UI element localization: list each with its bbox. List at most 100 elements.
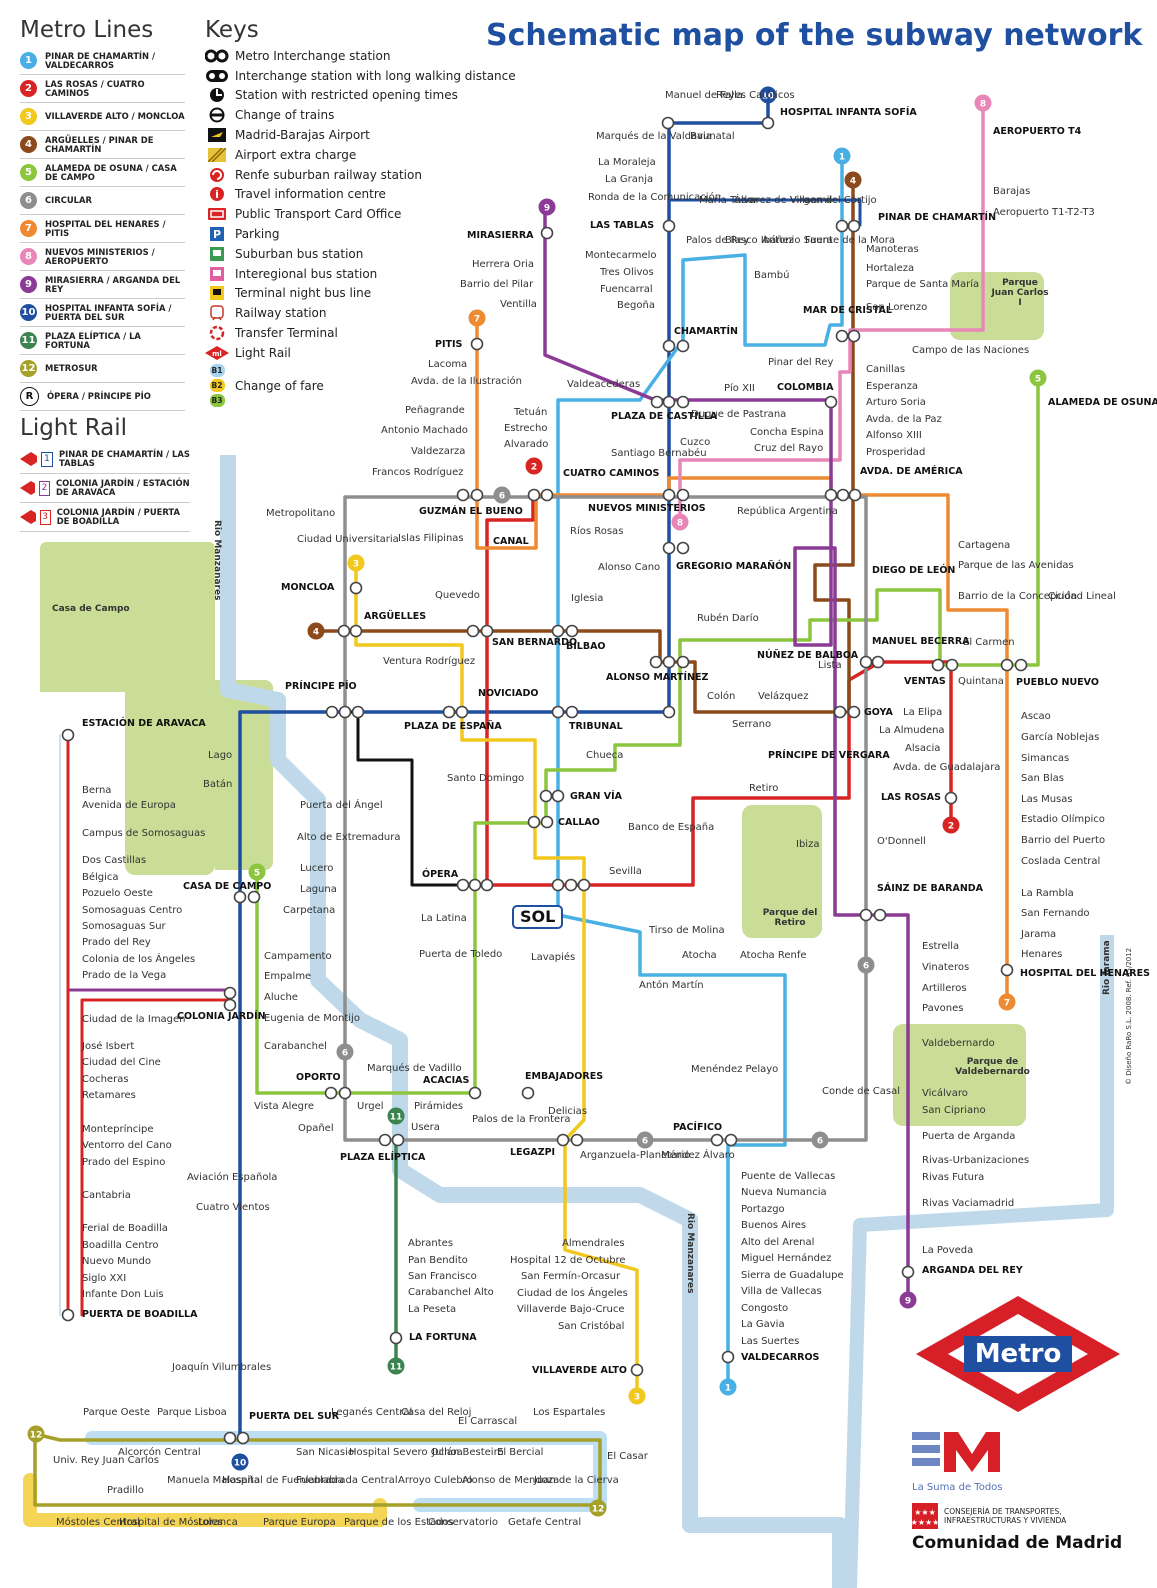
station-dot[interactable]	[389, 1331, 403, 1345]
station-dot[interactable]	[539, 789, 553, 803]
station-label[interactable]: Atocha Renfe	[740, 950, 807, 961]
station-label[interactable]: La Moraleja	[598, 157, 656, 168]
station-label[interactable]: VALDECARROS	[741, 1352, 820, 1363]
station-dot[interactable]	[859, 908, 873, 922]
station-label[interactable]: BILBAO	[566, 641, 606, 652]
station-label[interactable]: Alonso Cano	[598, 562, 661, 573]
station-dot[interactable]	[630, 1363, 644, 1377]
station-label[interactable]: Almendrales	[562, 1238, 625, 1249]
station-dot[interactable]	[931, 658, 945, 672]
station-label[interactable]: El Carrascal	[458, 1416, 518, 1427]
station-label[interactable]: Miguel Hernández	[741, 1253, 832, 1264]
station-label[interactable]: San Francisco	[408, 1271, 477, 1282]
station-label[interactable]: Villa de Vallecas	[741, 1286, 822, 1297]
station-dot[interactable]	[836, 488, 850, 502]
station-label[interactable]: San Cipriano	[922, 1105, 986, 1116]
station-label[interactable]: Pan Bendito	[408, 1255, 468, 1266]
station-label[interactable]: NUEVOS MINISTERIOS	[588, 503, 706, 514]
station-label[interactable]: MONCLOA	[281, 582, 335, 593]
station-label[interactable]: Vicálvaro	[922, 1088, 968, 1099]
station-label[interactable]: Ventura Rodríguez	[383, 656, 476, 667]
station-label[interactable]: Portazgo	[741, 1204, 785, 1215]
station-dot[interactable]	[835, 219, 849, 233]
station-label[interactable]: José Isbert	[82, 1041, 135, 1052]
station-dot[interactable]	[236, 1431, 250, 1445]
station-label[interactable]: Lacoma	[428, 359, 468, 370]
station-dot[interactable]	[564, 878, 578, 892]
station-dot[interactable]	[470, 337, 484, 351]
station-label[interactable]: Simancas	[1021, 753, 1070, 764]
station-label[interactable]: República Argentina	[737, 506, 838, 517]
station-dot[interactable]	[551, 789, 565, 803]
station-dot[interactable]	[565, 624, 579, 638]
station-label[interactable]: PLAZA DE ESPAÑA	[404, 721, 502, 732]
station-dot[interactable]	[724, 1133, 738, 1147]
station-label[interactable]: ACACIAS	[423, 1075, 470, 1086]
station-label[interactable]: Casa del Reloj	[401, 1407, 472, 1418]
station-dot[interactable]	[859, 655, 873, 669]
station-label[interactable]: Ventorro del Cano	[82, 1140, 172, 1151]
station-label[interactable]: Retamares	[82, 1090, 136, 1101]
station-dot[interactable]	[527, 488, 541, 502]
station-label[interactable]: Eugenia de Montijo	[264, 1013, 360, 1024]
station-label[interactable]: Campus de Somosaguas	[82, 828, 206, 839]
station-label[interactable]: Canillas	[866, 364, 906, 375]
station-label[interactable]: PLAZA DE CASTILLA	[611, 411, 718, 422]
station-label[interactable]: Avda. de la Paz	[866, 414, 942, 425]
station-label[interactable]: Pozuelo Oeste	[82, 888, 153, 899]
station-label[interactable]: Cocheras	[82, 1074, 129, 1085]
station-dot[interactable]	[61, 728, 75, 742]
station-dot[interactable]	[556, 1133, 570, 1147]
station-label[interactable]: Opañel	[298, 1123, 334, 1134]
station-dot[interactable]	[521, 1086, 535, 1100]
station-label[interactable]: Alcorcón Central	[118, 1447, 201, 1458]
station-label[interactable]: Rivas Futura	[922, 1172, 985, 1183]
station-dot[interactable]	[470, 488, 484, 502]
station-label[interactable]: Valdebernardo	[922, 1038, 995, 1049]
station-label[interactable]: HOSPITAL INFANTA SOFÍA	[780, 107, 917, 118]
station-dot[interactable]	[676, 339, 690, 353]
station-dot[interactable]	[1000, 658, 1014, 672]
station-label[interactable]: Puente de Vallecas	[741, 1171, 836, 1182]
station-label[interactable]: Atocha	[682, 950, 717, 961]
station-label[interactable]: Manuela Malasaña	[167, 1475, 261, 1486]
station-label[interactable]: Alto del Arenal	[741, 1237, 815, 1248]
station-label[interactable]: Avda. de la Ilustración	[411, 376, 522, 387]
station-dot[interactable]	[378, 1133, 392, 1147]
station-dot[interactable]	[540, 815, 554, 829]
station-label[interactable]: Barajas	[993, 186, 1031, 197]
station-dot[interactable]	[847, 329, 861, 343]
station-label[interactable]: PUERTA DEL SUR	[249, 1411, 340, 1422]
station-label[interactable]: Iglesia	[571, 593, 604, 604]
station-label[interactable]: Avenida de Europa	[82, 800, 176, 811]
station-label[interactable]: GOYA	[864, 707, 893, 718]
station-label[interactable]: PRÍNCIPE DE VERGARA	[768, 750, 890, 761]
station-label[interactable]: El Carmen	[963, 637, 1015, 648]
station-label[interactable]: Baunatal	[690, 131, 735, 142]
station-label[interactable]: Las Suertes	[741, 1336, 800, 1347]
station-label[interactable]: Pirámides	[414, 1101, 464, 1112]
station-label[interactable]: El Bercial	[497, 1447, 544, 1458]
station-label[interactable]: Alvarado	[504, 439, 549, 450]
station-label[interactable]: San Lorenzo	[866, 302, 928, 313]
station-label[interactable]: SAN BERNARDO	[492, 637, 578, 648]
station-label[interactable]: Fuente de la Mora	[805, 235, 896, 246]
station-label[interactable]: CALLAO	[558, 817, 600, 828]
station-dot[interactable]	[551, 624, 565, 638]
station-label[interactable]: La Elipa	[903, 707, 943, 718]
station-label[interactable]: PITIS	[435, 339, 463, 350]
station-label[interactable]: Ciudad de la Imagen	[82, 1014, 186, 1025]
station-label[interactable]: O'Donnell	[877, 836, 926, 847]
station-label[interactable]: Aluche	[264, 992, 298, 1003]
station-label[interactable]: La Peseta	[408, 1304, 457, 1315]
station-label[interactable]: Conde de Casal	[822, 1086, 901, 1097]
station-label[interactable]: Nuevo Mundo	[82, 1256, 151, 1267]
station-label[interactable]: Tetuán	[514, 407, 548, 418]
station-dot[interactable]	[662, 339, 676, 353]
